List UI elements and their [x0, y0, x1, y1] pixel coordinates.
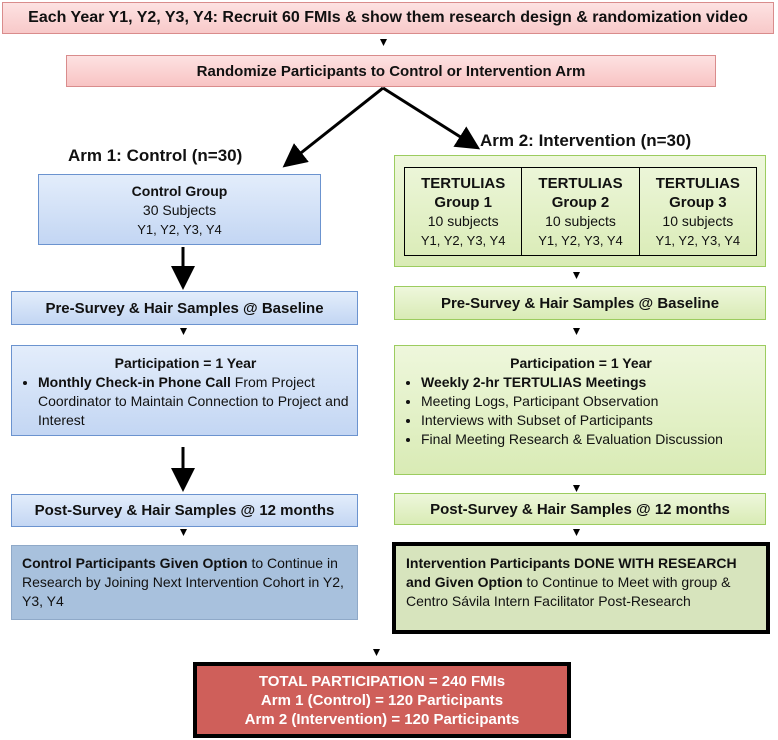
arm1-post-survey-text: Post-Survey & Hair Samples @ 12 months: [34, 502, 335, 519]
group-1-years: Y1, Y2, Y3, Y4: [420, 233, 506, 248]
control-group-years: Y1, Y2, Y3, Y4: [137, 222, 222, 237]
arm1-title: Arm 1: Control (n=30): [68, 146, 243, 165]
total-participation-box: TOTAL PARTICIPATION = 240 FMIs Arm 1 (Co…: [193, 662, 571, 738]
tertulias-groups-table: TERTULIAS Group 1 10 subjects Y1, Y2, Y3…: [404, 167, 757, 256]
group-3-subjects: 10 subjects: [662, 213, 734, 229]
recruitment-text: Each Year Y1, Y2, Y3, Y4: Recruit 60 FMI…: [28, 9, 748, 26]
recruitment-banner: Each Year Y1, Y2, Y3, Y4: Recruit 60 FMI…: [2, 2, 774, 34]
group-3-name: TERTULIAS: [655, 175, 740, 192]
intervention-option-bold: Intervention Participants DONE WITH RESE…: [406, 555, 737, 590]
arm2-participation-title: Participation = 1 Year: [510, 355, 652, 371]
intervention-option-box: Intervention Participants DONE WITH RESE…: [392, 542, 770, 634]
arm2-participation-box: Participation = 1 Year Weekly 2-hr TERTU…: [394, 345, 766, 475]
group-1-name: TERTULIAS: [421, 175, 506, 192]
group-2-years: Y1, Y2, Y3, Y4: [538, 233, 623, 248]
arm2-bullet-1: Weekly 2-hr TERTULIAS Meetings: [421, 373, 757, 392]
total-line-3: Arm 2 (Intervention) = 120 Participants: [244, 710, 520, 728]
arm1-pre-survey-text: Pre-Survey & Hair Samples @ Baseline: [45, 299, 324, 317]
control-group-subjects: 30 Subjects: [142, 202, 217, 218]
tertulias-group-2: TERTULIAS Group 2 10 subjects Y1, Y2, Y3…: [521, 168, 638, 255]
group-1-label: Group 1: [434, 194, 492, 211]
intervention-groups-box: [394, 155, 766, 267]
arm2-pre-survey: Pre-Survey & Hair Samples @ Baseline: [394, 286, 766, 320]
arm1-post-survey: Post-Survey & Hair Samples @ 12 months: [11, 494, 358, 527]
arm2-post-survey: Post-Survey & Hair Samples @ 12 months: [394, 493, 766, 525]
group-2-subjects: 10 subjects: [545, 213, 616, 229]
group-2-name: TERTULIAS: [538, 175, 623, 192]
group-3-label: Group 3: [669, 194, 727, 211]
group-2-label: Group 2: [551, 194, 610, 211]
total-line-2: Arm 1 (Control) = 120 Participants: [260, 691, 504, 709]
randomize-box: Randomize Participants to Control or Int…: [66, 55, 716, 87]
intervention-option-rest: to Continue to Meet with group & Centro …: [406, 574, 731, 609]
control-group-title: Control Group: [131, 183, 228, 199]
arm1-participation-box: Participation = 1 Year Monthly Check-in …: [11, 345, 358, 436]
control-option-rest: to Continue in Research by Joining Next …: [22, 555, 344, 609]
arm1-bullet-bold: Monthly Check-in Phone Call: [38, 374, 231, 390]
arm1-bullet-rest: From Project Coordinator to Maintain Con…: [38, 374, 349, 428]
arm1-pre-survey: Pre-Survey & Hair Samples @ Baseline: [11, 291, 358, 325]
arm1-participation-title: Participation = 1 Year: [114, 355, 257, 371]
randomize-text: Randomize Participants to Control or Int…: [196, 62, 586, 80]
control-group-box: Control Group 30 Subjects Y1, Y2, Y3, Y4: [38, 174, 321, 245]
control-option-bold: Control Participants Given Option: [22, 555, 248, 571]
arm2-bullet-2: Meeting Logs, Participant Observation: [421, 392, 757, 411]
control-option-box: Control Participants Given Option to Con…: [11, 545, 358, 620]
group-3-years: Y1, Y2, Y3, Y4: [655, 233, 741, 248]
tertulias-group-3: TERTULIAS Group 3 10 subjects Y1, Y2, Y3…: [638, 168, 756, 255]
arm2-bullet-4: Final Meeting Research & Evaluation Disc…: [421, 430, 757, 449]
arm2-post-survey-text: Post-Survey & Hair Samples @ 12 months: [430, 500, 730, 518]
arm1-participation-bullet: Monthly Check-in Phone Call From Project…: [38, 373, 349, 430]
group-1-subjects: 10 subjects: [427, 213, 499, 229]
control-option-text: Control Participants Given Option to Con…: [22, 554, 349, 611]
intervention-option-text: Intervention Participants DONE WITH RESE…: [406, 554, 758, 611]
arm2-bullet-3: Interviews with Subset of Participants: [421, 411, 757, 430]
arm2-title: Arm 2: Intervention (n=30): [480, 131, 692, 150]
tertulias-group-1: TERTULIAS Group 1 10 subjects Y1, Y2, Y3…: [405, 168, 521, 255]
arm2-pre-survey-text: Pre-Survey & Hair Samples @ Baseline: [440, 294, 720, 312]
total-line-1: TOTAL PARTICIPATION = 240 FMIs: [258, 672, 506, 690]
